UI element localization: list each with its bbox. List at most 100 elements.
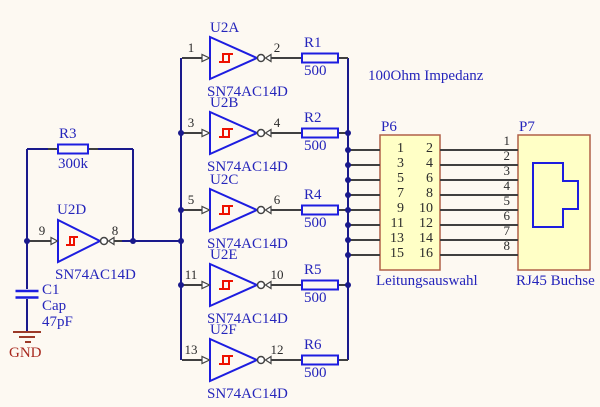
gate-u2a[interactable] [201, 35, 272, 81]
designator-r1[interactable]: R1 [304, 35, 322, 51]
p7-pin-number: 6 [503, 208, 511, 223]
pin-number: 11 [184, 267, 198, 282]
value-r1[interactable]: 500 [304, 63, 327, 79]
designator-r6[interactable]: R6 [304, 337, 322, 353]
designator-c1[interactable]: C1 [42, 282, 60, 298]
pin-wires [27, 57, 518, 361]
value-r5[interactable]: 500 [304, 290, 327, 306]
input-pin-arrow-icon [201, 205, 211, 215]
designator-u2e[interactable]: U2E [210, 247, 238, 263]
inversion-bubble-icon [256, 355, 266, 365]
inversion-bubble-icon [256, 128, 266, 138]
pin-number: 4 [273, 115, 281, 130]
value-c1[interactable]: 47pF [42, 314, 73, 330]
designator-r4[interactable]: R4 [304, 187, 322, 203]
inversion-bubble-icon [99, 236, 109, 246]
part-u2f[interactable]: SN74AC14D [207, 386, 288, 402]
resistor-r1-symbol[interactable] [301, 52, 339, 64]
output-pin-arrow-icon [264, 128, 272, 138]
p7-pin-number: 1 [503, 133, 511, 148]
schmitt-trigger-icon [219, 280, 233, 290]
gate-u2b[interactable] [201, 110, 272, 156]
capacitor-c1-symbol[interactable] [15, 289, 39, 299]
value-r4[interactable]: 500 [304, 215, 327, 231]
connector-p6-symbol[interactable] [379, 134, 441, 271]
output-pin-arrow-icon [264, 280, 272, 290]
part-u2b[interactable]: SN74AC14D [207, 159, 288, 175]
pin-number: 2 [273, 40, 281, 55]
impedance-note[interactable]: 100Ohm Impedanz [368, 68, 484, 84]
part-u2e[interactable]: SN74AC14D [207, 311, 288, 327]
p7-pin-number: 4 [503, 178, 511, 193]
pin-number: 1 [187, 40, 195, 55]
designator-u2a[interactable]: U2A [210, 20, 240, 36]
output-pin-arrow-icon [264, 205, 272, 215]
p6-pin-number: 3 [397, 156, 404, 171]
schmitt-trigger-icon [219, 53, 233, 63]
resistor-r2-symbol[interactable] [301, 127, 339, 139]
p6-pin-number: 8 [426, 186, 433, 201]
p6-pin-number: 13 [390, 231, 404, 246]
output-pin-arrow-icon [264, 355, 272, 365]
p6-pin-number: 10 [419, 201, 433, 216]
schmitt-trigger-icon [219, 205, 233, 215]
designator-p6[interactable]: P6 [381, 119, 397, 135]
p6-pin-number: 12 [419, 216, 433, 231]
connector-p7-symbol[interactable] [517, 134, 591, 271]
input-pin-arrow-icon [201, 53, 211, 63]
type-c1[interactable]: Cap [42, 298, 67, 314]
p6-pin-number: 7 [397, 186, 404, 201]
p6-pin-number: 16 [419, 246, 433, 261]
value-r3[interactable]: 300k [58, 156, 88, 172]
p6-pin-number: 5 [397, 171, 404, 186]
input-pin-arrow-icon [201, 280, 211, 290]
resistor-r5-symbol[interactable] [301, 279, 339, 291]
p6-pin-number: 15 [390, 246, 404, 261]
p6-pin-number: 14 [419, 231, 433, 246]
designator-u2b[interactable]: U2B [210, 95, 239, 111]
gate-u2c[interactable] [201, 187, 272, 233]
p6-pin-number: 2 [426, 141, 433, 156]
schmitt-trigger-icon [219, 355, 233, 365]
designator-u2d[interactable]: U2D [57, 202, 87, 218]
designator-u2c[interactable]: U2C [210, 172, 239, 188]
pin-number: 9 [38, 223, 46, 238]
p6-pin-number: 1 [397, 141, 404, 156]
p6-pin-number: 11 [390, 216, 404, 231]
p6-pin-number: 6 [426, 171, 433, 186]
gate-u2e[interactable] [201, 262, 272, 308]
designator-r5[interactable]: R5 [304, 262, 322, 278]
output-pin-arrow-icon [264, 53, 272, 63]
junction-dots [24, 130, 351, 288]
resistor-r6-symbol[interactable] [301, 354, 339, 366]
gate-u2d[interactable] [50, 218, 115, 264]
pin-number: 8 [111, 223, 119, 238]
schmitt-trigger-icon [219, 128, 233, 138]
part-u2c[interactable]: SN74AC14D [207, 236, 288, 252]
gate-u2f[interactable] [201, 337, 272, 383]
rj45-jack-icon [532, 162, 579, 228]
ground-label[interactable]: GND [9, 345, 42, 361]
p7-pin-number: 7 [503, 223, 511, 238]
value-r6[interactable]: 500 [304, 365, 327, 381]
pin-number: 10 [270, 267, 284, 282]
inversion-bubble-icon [256, 53, 266, 63]
designator-r3[interactable]: R3 [59, 126, 77, 142]
p7-pin-number: 3 [503, 163, 511, 178]
input-pin-arrow-icon [201, 128, 211, 138]
label-p6[interactable]: Leitungsauswahl [376, 273, 478, 289]
p7-pin-number: 2 [503, 148, 511, 163]
value-r2[interactable]: 500 [304, 138, 327, 154]
designator-r2[interactable]: R2 [304, 110, 322, 126]
ground-symbol[interactable] [13, 331, 41, 343]
inversion-bubble-icon [256, 205, 266, 215]
resistor-r3-symbol[interactable] [57, 143, 89, 155]
designator-p7[interactable]: P7 [519, 119, 535, 135]
part-u2a[interactable]: SN74AC14D [207, 84, 288, 100]
pin-number: 5 [187, 192, 195, 207]
designator-u2f[interactable]: U2F [210, 322, 237, 338]
resistor-r4-symbol[interactable] [301, 204, 339, 216]
label-p7[interactable]: RJ45 Buchse [516, 273, 595, 289]
part-u2d[interactable]: SN74AC14D [55, 267, 136, 283]
